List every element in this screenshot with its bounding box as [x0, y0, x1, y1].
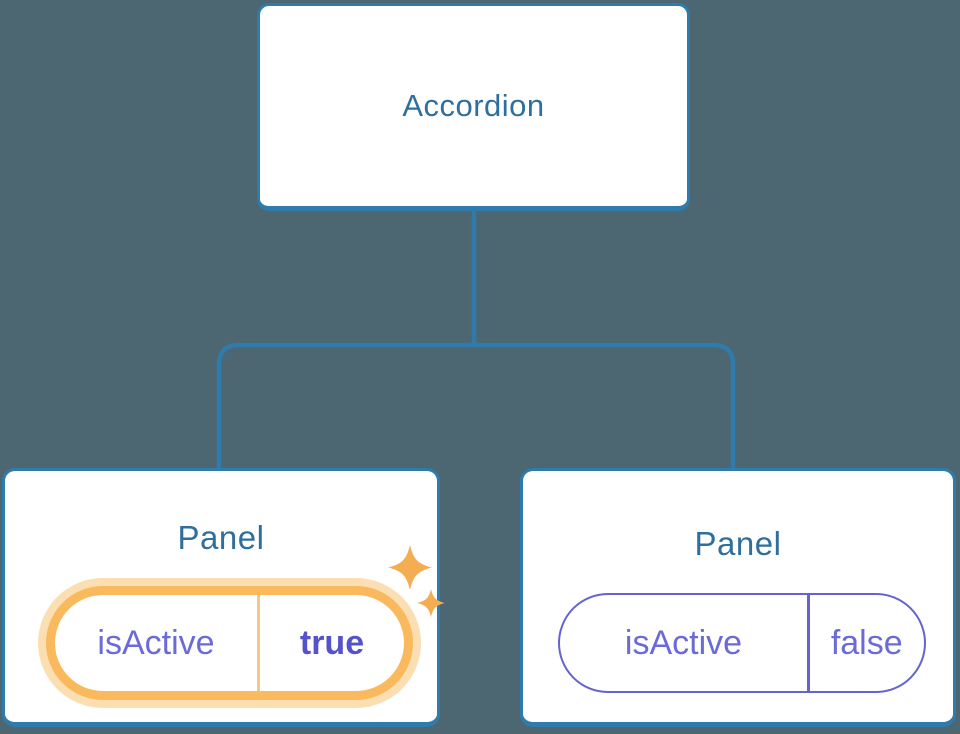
state-pill-active: isActive true	[46, 586, 413, 700]
accordion-node-label: Accordion	[402, 88, 545, 123]
sparkles-icon	[388, 545, 445, 617]
panel-node-active: Panel isActive true	[2, 468, 445, 727]
state-pill-divider	[257, 595, 260, 691]
state-value-cell: true	[260, 595, 404, 691]
state-pill-divider	[807, 595, 810, 691]
state-key-label: isActive	[624, 623, 743, 662]
accordion-node: Accordion	[257, 3, 690, 211]
state-value-cell: false	[810, 595, 925, 691]
state-key-label: isActive	[97, 623, 215, 662]
panel-node-inactive: Panel isActive false	[520, 468, 956, 727]
state-key-cell: isActive	[560, 595, 807, 691]
panel-node-label: Panel	[694, 525, 782, 562]
state-pill-inactive: isActive false	[558, 593, 926, 693]
state-value-label: true	[299, 623, 365, 662]
state-value-label: false	[830, 623, 903, 662]
state-key-cell: isActive	[55, 595, 257, 691]
panel-node-label: Panel	[177, 519, 265, 556]
